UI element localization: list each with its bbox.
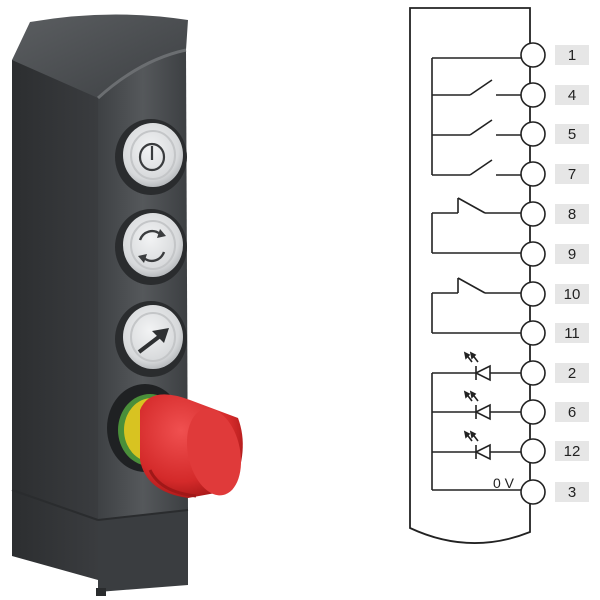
housing-bottom: [98, 510, 188, 592]
housing-side: [12, 40, 98, 580]
pin-number-label: 10: [564, 286, 581, 303]
nc-contact-10-11: [431, 277, 532, 334]
led-group: [431, 351, 532, 491]
pin-number-label: 7: [568, 166, 576, 183]
pin-terminal: 5: [520, 121, 589, 147]
pin-terminal: 2: [520, 360, 589, 386]
nc-contact-8-9: [431, 197, 532, 254]
pin-terminal: 10: [520, 281, 589, 307]
pin-terminal: 4: [520, 82, 589, 108]
pin-number-label: 9: [568, 246, 576, 263]
pin-label-bg: [555, 284, 589, 304]
housing-seam: [97, 509, 189, 521]
pin-terminal: 6: [520, 399, 589, 425]
connector-outline: [409, 7, 531, 544]
pin-list: 1 4 5 7 8 9 10 11 2 6 12 3: [520, 42, 589, 505]
pin-label-bg: [555, 85, 589, 105]
control-station: [11, 14, 249, 596]
pin-circle: [520, 438, 546, 464]
pin-label-bg: [555, 323, 589, 343]
arrow-up-right-icon: [137, 328, 169, 354]
led-pin-12: [432, 430, 532, 461]
pin-number-label: 1: [568, 47, 576, 64]
pin-circle: [520, 201, 546, 227]
pin-label-bg: [555, 45, 589, 65]
housing-foot: [96, 588, 106, 596]
pin-terminal: 8: [520, 201, 589, 227]
housing-top: [12, 14, 188, 98]
pin-terminal: 9: [520, 241, 589, 267]
pin-label-bg: [555, 441, 589, 461]
pin-terminal: 7: [520, 161, 589, 187]
pin-circle: [520, 479, 546, 505]
pin-number-label: 6: [568, 404, 576, 421]
pin-terminal: 1: [520, 42, 589, 68]
emergency-stop-button[interactable]: [107, 384, 249, 500]
pin-circle: [520, 399, 546, 425]
pin-circle: [520, 281, 546, 307]
pin-number-label: 8: [568, 206, 576, 223]
pin-circle: [520, 161, 546, 187]
estop-cap-face: [186, 408, 242, 496]
pin-circle: [520, 42, 546, 68]
led-pin-2: [432, 351, 532, 382]
pin-circle: [520, 121, 546, 147]
pin-terminal: 3: [520, 479, 589, 505]
pin-number-label: 2: [568, 365, 576, 382]
pin-label-bg: [555, 204, 589, 224]
pin-number-label: 3: [568, 484, 576, 501]
pin-label-bg: [555, 363, 589, 383]
housing-bevel: [96, 48, 187, 100]
pin-circle: [520, 241, 546, 267]
power-icon: [138, 142, 166, 172]
pin-label-bg: [555, 164, 589, 184]
voltage-label: 0 V: [493, 475, 515, 491]
pin-terminal: 11: [520, 320, 589, 346]
rotate-arrows-icon: [138, 229, 166, 263]
no-contact-group: [431, 57, 532, 176]
pin-number-label: 4: [568, 87, 576, 104]
pin-circle: [520, 360, 546, 386]
wiring-schematic: [409, 7, 532, 544]
pin-label-bg: [555, 482, 589, 502]
led-pin-6: [432, 390, 532, 421]
pin-label-bg: [555, 402, 589, 422]
pin-circle: [520, 320, 546, 346]
power-button[interactable]: [115, 119, 187, 195]
pin-label-bg: [555, 124, 589, 144]
pin-circle: [520, 82, 546, 108]
pin-label-bg: [555, 244, 589, 264]
rotate-button[interactable]: [115, 209, 187, 285]
pin-terminal: 12: [520, 438, 589, 464]
pin-number-label: 11: [564, 325, 580, 342]
housing-seam-side: [11, 489, 99, 521]
pin-number-label: 5: [568, 126, 576, 143]
pin-number-label: 12: [564, 443, 581, 460]
start-button[interactable]: [115, 301, 187, 377]
